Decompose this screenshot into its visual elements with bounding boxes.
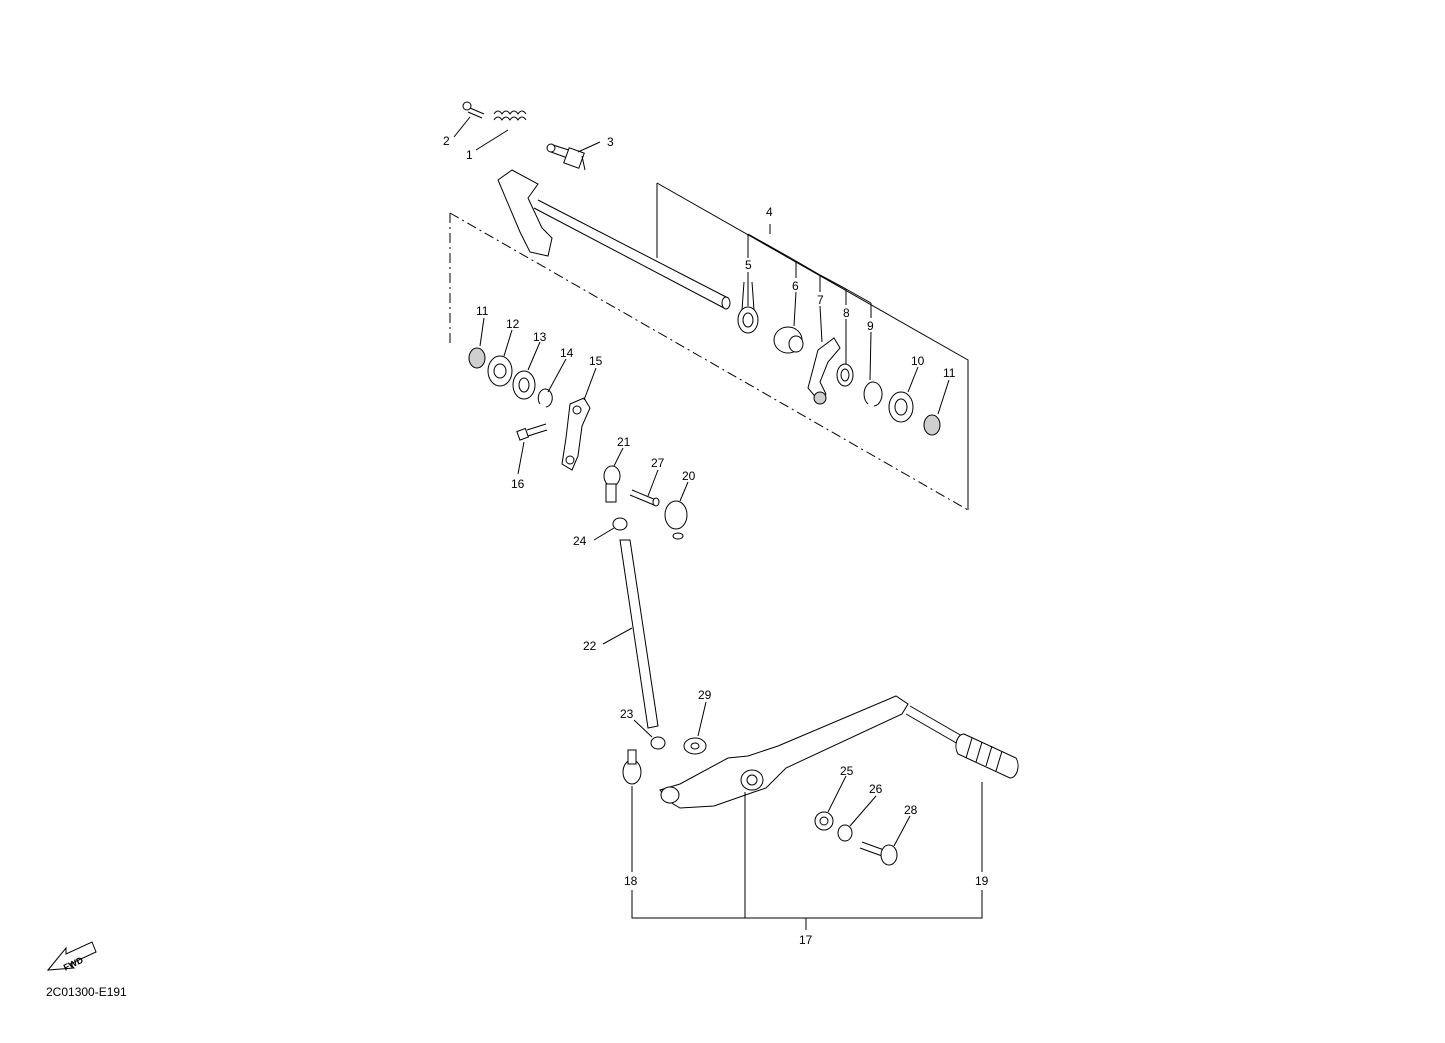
nut-part-23 <box>650 736 666 750</box>
label-part-20: 20 <box>682 469 696 483</box>
label-part-12: 12 <box>506 317 520 331</box>
shift-arm-part-15 <box>561 397 591 471</box>
bearing-part-11-left <box>468 347 486 369</box>
oil-seal-part-10 <box>888 391 914 423</box>
shift-pedal-part-17 <box>659 695 963 809</box>
circlip-part-14 <box>537 388 553 408</box>
bush-part-12 <box>487 355 513 387</box>
washer-part-26 <box>837 824 853 842</box>
label-part-29: 29 <box>698 688 712 702</box>
label-part-10: 10 <box>911 354 925 368</box>
label-part-2: 2 <box>443 134 450 148</box>
shift-shaft-part-4 <box>497 169 731 310</box>
bolt-part-16 <box>516 423 548 441</box>
label-part-23: 23 <box>620 707 634 721</box>
label-part-26: 26 <box>869 782 883 796</box>
label-part-22: 22 <box>583 639 597 653</box>
label-part-8: 8 <box>843 306 850 320</box>
label-part-14: 14 <box>560 346 574 360</box>
label-part-27: 27 <box>651 456 665 470</box>
label-part-7: 7 <box>817 293 824 307</box>
diagram-code: 2C01300-E191 <box>46 985 127 999</box>
label-part-15: 15 <box>589 354 603 368</box>
spring-part-5 <box>737 281 759 334</box>
shift-rod-part-22 <box>619 539 659 729</box>
pedal-rubber-part-19 <box>955 733 1019 779</box>
label-part-11-right: 11 <box>943 366 956 380</box>
fwd-arrow-icon: FWD <box>46 941 97 973</box>
bearing-part-11-right <box>923 414 941 436</box>
label-part-4: 4 <box>766 205 773 219</box>
label-part-9: 9 <box>867 319 874 333</box>
stopper-lever-part-7 <box>807 337 841 405</box>
part-labels: 1 2 3 4 5 6 7 8 9 10 11 11 12 13 14 15 1… <box>443 134 989 947</box>
label-part-11-left: 11 <box>476 304 489 318</box>
label-part-17: 17 <box>799 933 813 947</box>
stud-bolt-part-3 <box>546 143 586 171</box>
label-part-16: 16 <box>511 477 525 491</box>
label-part-25: 25 <box>840 764 854 778</box>
collar-part-6 <box>773 326 804 354</box>
label-part-6: 6 <box>792 279 799 293</box>
joint-part-21 <box>603 465 621 503</box>
oil-seal-part-13 <box>512 370 536 400</box>
label-part-5: 5 <box>745 258 752 272</box>
label-part-13: 13 <box>533 330 547 344</box>
label-part-19: 19 <box>975 874 989 888</box>
rod-end-part-18 <box>622 749 642 785</box>
label-part-18: 18 <box>624 874 638 888</box>
label-part-1: 1 <box>466 148 473 162</box>
rod-end-part-20 <box>664 500 688 540</box>
circlip-part-9 <box>863 381 883 407</box>
washer-part-25 <box>814 811 834 831</box>
nut-part-24 <box>612 517 628 531</box>
washer-part-8 <box>836 363 854 387</box>
bolt-part-27 <box>629 489 660 507</box>
label-part-21: 21 <box>617 435 631 449</box>
bolt-part-28 <box>859 841 898 866</box>
label-part-3: 3 <box>607 135 614 149</box>
spring-part-1 <box>493 110 527 121</box>
label-part-28: 28 <box>904 803 918 817</box>
assembly-frame <box>449 182 969 511</box>
bolt-part-2 <box>462 101 485 119</box>
label-part-24: 24 <box>573 534 587 548</box>
washer-part-29 <box>683 737 707 755</box>
leader-lines <box>453 116 983 930</box>
